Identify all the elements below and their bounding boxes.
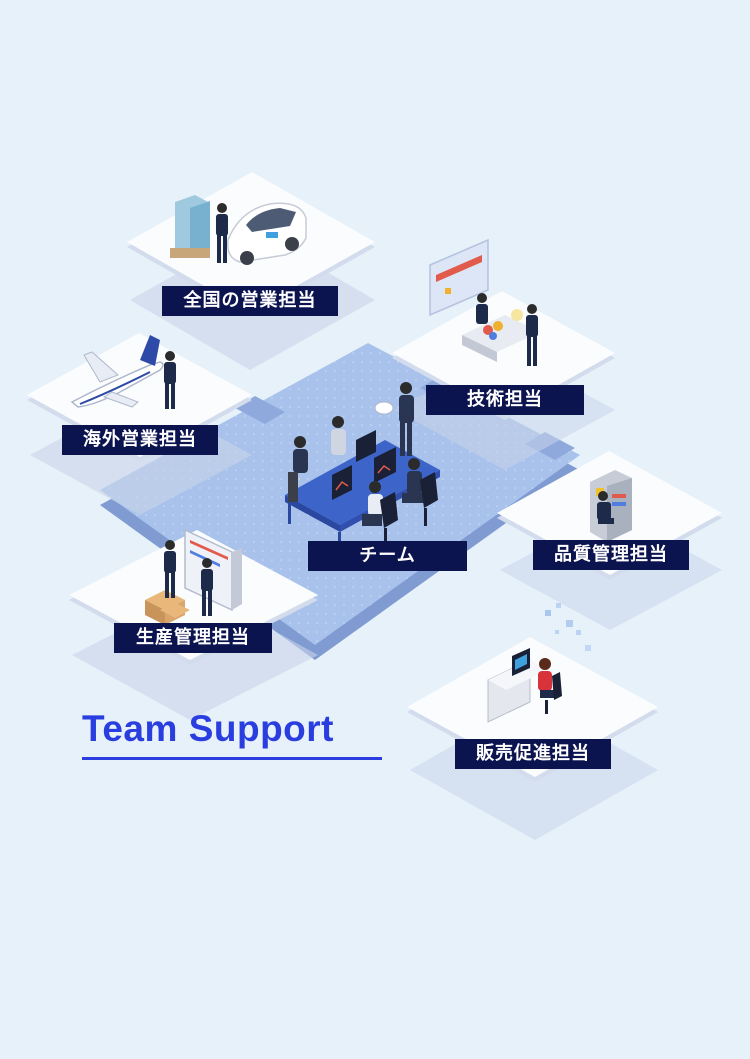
person-icon bbox=[526, 304, 538, 366]
tile-sales-promotion bbox=[407, 603, 658, 840]
person-icon bbox=[164, 351, 176, 409]
page-title: Team Support bbox=[82, 708, 334, 749]
title-underline bbox=[82, 757, 382, 760]
monitor-icon bbox=[356, 430, 376, 462]
person-icon bbox=[331, 416, 346, 455]
fuel-station-icon bbox=[170, 195, 210, 258]
person-icon bbox=[374, 382, 414, 456]
presentation-board-icon bbox=[429, 238, 489, 317]
label-production: 生産管理担当 bbox=[114, 623, 272, 653]
person-icon bbox=[362, 481, 383, 526]
person-icon bbox=[597, 491, 614, 524]
car-icon bbox=[227, 202, 307, 265]
person-icon bbox=[216, 203, 228, 263]
team-people bbox=[288, 382, 438, 542]
monitor-icon bbox=[512, 648, 530, 676]
desk-icon bbox=[462, 309, 540, 362]
office-chair-icon bbox=[380, 492, 398, 542]
monitor-icon bbox=[374, 447, 396, 483]
data-particles-icon bbox=[545, 603, 591, 651]
label-sales-promotion: 販売促進担当 bbox=[455, 739, 611, 769]
office-chair-icon bbox=[420, 472, 438, 526]
label-technical: 技術担当 bbox=[426, 385, 584, 415]
label-team: チーム bbox=[308, 541, 467, 571]
label-national-sales: 全国の営業担当 bbox=[162, 286, 338, 316]
person-icon bbox=[164, 540, 176, 598]
airplane-icon bbox=[70, 335, 164, 408]
person-icon bbox=[538, 658, 554, 698]
person-icon bbox=[476, 293, 488, 324]
label-quality: 品質管理担当 bbox=[533, 540, 689, 570]
tile-national-sales bbox=[127, 172, 375, 370]
monitor-icon bbox=[332, 465, 352, 500]
person-icon bbox=[201, 558, 213, 616]
person-icon bbox=[402, 458, 424, 503]
label-overseas-sales: 海外営業担当 bbox=[62, 425, 218, 455]
office-chair-icon bbox=[545, 672, 562, 714]
person-icon bbox=[288, 436, 308, 502]
